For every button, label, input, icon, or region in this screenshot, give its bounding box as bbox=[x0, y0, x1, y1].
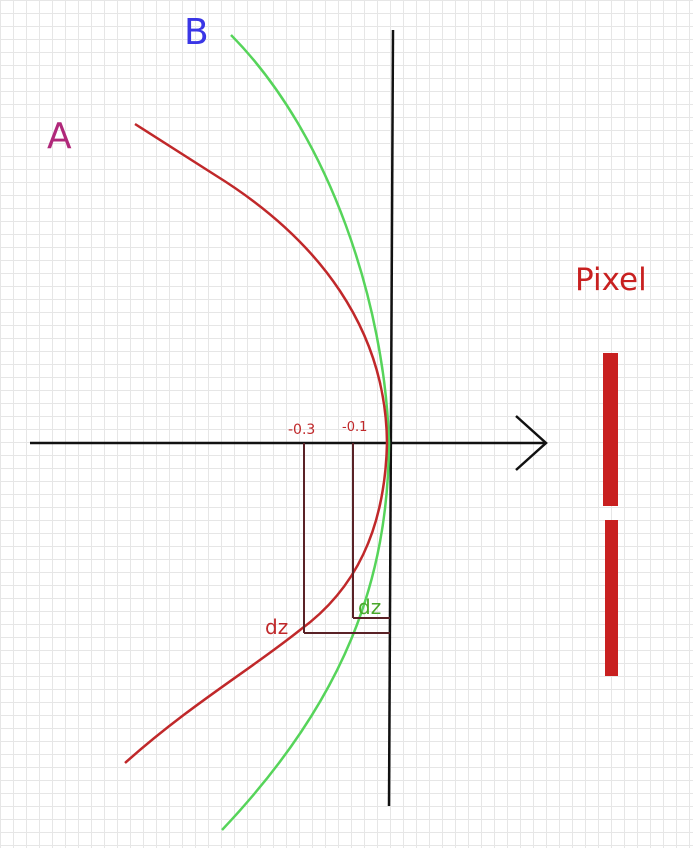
vertical-axis bbox=[387, 29, 395, 807]
curve-b bbox=[221, 34, 391, 831]
pixel-bar-top bbox=[603, 353, 618, 506]
curve-b-label: B bbox=[184, 12, 209, 53]
tick-label-near: -0.1 bbox=[342, 420, 367, 435]
dz-guides bbox=[303, 443, 390, 634]
dz-label-b: dz bbox=[358, 595, 381, 619]
curve-a bbox=[124, 122, 389, 764]
pixel-label: Pixel bbox=[575, 262, 647, 298]
dz-label-a: dz bbox=[265, 615, 288, 639]
tick-label-far: -0.3 bbox=[288, 422, 315, 438]
axis-arrowhead bbox=[515, 415, 548, 471]
pixel-bar-bottom bbox=[605, 520, 618, 676]
curve-a-label: A bbox=[47, 116, 72, 157]
